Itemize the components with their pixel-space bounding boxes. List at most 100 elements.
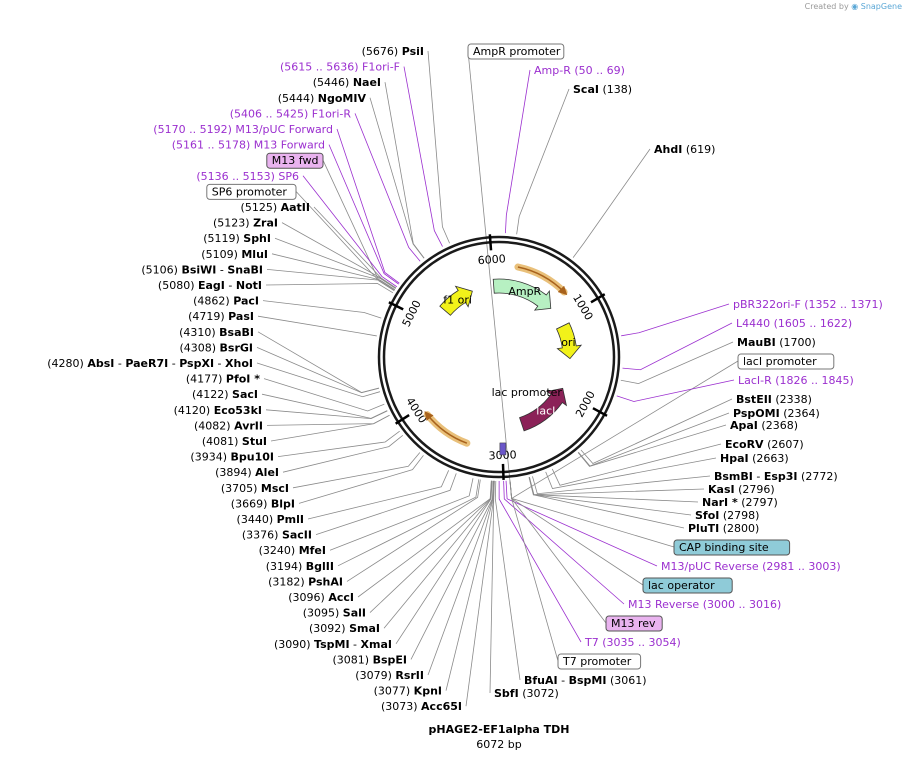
feature-box [467, 43, 565, 60]
tick-label: 2000 [573, 389, 598, 420]
site-label: (5446) NaeI [313, 76, 381, 89]
enzyme-name: SfoI [695, 509, 719, 522]
site-leader-line [281, 222, 397, 289]
site-label: AhdI (619) [654, 143, 715, 156]
site-label: NarI * (2797) [702, 496, 778, 509]
primer-leader-line [328, 144, 399, 285]
site-position: (2368) [761, 419, 798, 432]
site-position: (4177) [186, 373, 223, 386]
feature-box [673, 539, 791, 556]
site-position: (3669) [231, 497, 268, 510]
enzyme-name: PacI [233, 295, 259, 308]
site-label: PspOMI (2364) [733, 407, 820, 420]
site-position: (3072) [522, 687, 559, 700]
site-leader-line [494, 480, 521, 681]
enzyme-name: AccI [328, 591, 354, 604]
primer-leader-line [503, 480, 625, 605]
enzyme-name: XmaI [361, 638, 392, 651]
site-position: (5106) [141, 263, 178, 276]
enzyme-name: PfoI * [226, 373, 260, 386]
feature-box [737, 353, 835, 370]
site-label: SbfI (3072) [494, 687, 559, 700]
enzyme-name: AatII [281, 201, 310, 214]
feature-box-label: T7 promoter [562, 655, 632, 668]
site-position: (2772) [801, 470, 838, 483]
primer-leader-line [498, 480, 582, 643]
site-position: (5125) [241, 201, 278, 214]
site-label: (3095) SalI [303, 607, 366, 620]
site-leader-line [489, 480, 495, 694]
site-leader-line [257, 315, 377, 337]
site-leader-line [620, 341, 734, 385]
site-position: (2800) [723, 522, 760, 535]
primer-leader-line [622, 322, 733, 371]
enzyme-name: NotI [236, 279, 262, 292]
enzyme-name: PaeR7I [125, 357, 168, 370]
enzyme-name: EcoRV [725, 438, 764, 451]
site-label: BsmBI - Esp3I (2772) [714, 470, 838, 483]
snapgene-logo-icon: ◉ [851, 2, 859, 11]
site-label: (3096) AccI [288, 591, 354, 604]
site-leader-line [528, 477, 692, 516]
orf-arrow [424, 411, 468, 444]
enzyme-name: EagI [198, 279, 225, 292]
site-position: (3061) [610, 674, 647, 687]
site-label: (5123) ZraI [213, 217, 278, 230]
tick-label: 4000 [403, 395, 429, 426]
site-label: EcoRV (2607) [725, 438, 804, 451]
site-leader-line [551, 443, 722, 486]
site-position: (4862) [193, 295, 230, 308]
enzyme-name: StuI [242, 435, 267, 448]
site-leader-line [445, 480, 495, 691]
primer-leader-line [403, 66, 443, 247]
enzyme-name: SphI [243, 232, 271, 245]
feature-box [642, 577, 733, 594]
enzyme-name: SalI [343, 607, 366, 620]
site-label: SfoI (2798) [695, 509, 759, 522]
feature-box-label: AmpR promoter [473, 45, 561, 58]
site-labels: (5676) PsiI(5615 .. 5636) F1ori-F(5446) … [47, 43, 883, 713]
site-label: (3705) MscI [221, 482, 289, 495]
dash-separator: - [168, 357, 179, 370]
site-position: (5080) [158, 279, 195, 292]
dash-separator: - [753, 470, 764, 483]
site-leader-line [509, 360, 739, 500]
primer-label: L4440 (1605 .. 1622) [736, 317, 852, 330]
site-label: (5444) NgoMIV [278, 92, 367, 105]
primer-leader-line [302, 175, 398, 288]
primer-label: (5136 .. 5153) SP6 [196, 170, 299, 183]
site-leader-line [427, 50, 450, 244]
site-label: (4719) PasI [188, 310, 254, 323]
site-label: (4081) StuI [202, 435, 267, 448]
primer-label: Amp-R (50 .. 69) [534, 64, 625, 77]
primer-leader-line [336, 128, 400, 284]
enzyme-name: AbsI [87, 357, 114, 370]
site-position: (4280) [47, 357, 84, 370]
site-position: (3079) [355, 669, 392, 682]
feature-label: ori [561, 336, 575, 349]
dash-separator: - [558, 674, 569, 687]
site-leader-line [329, 478, 474, 551]
site-label: MauBI (1700) [737, 336, 816, 349]
site-leader-line [266, 269, 395, 291]
enzyme-name: MfeI [299, 544, 326, 557]
feature-label-lac-promoter: lac promoter [492, 386, 563, 399]
site-leader-line [295, 191, 395, 291]
enzyme-name: SbfI [494, 687, 519, 700]
site-leader-line [509, 480, 644, 586]
site-leader-line [384, 82, 425, 259]
site-position: (4308) [179, 341, 216, 354]
enzyme-name: BlpI [271, 497, 295, 510]
site-position: (3934) [190, 451, 227, 464]
dash-separator: - [225, 279, 236, 292]
dash-separator: - [350, 638, 361, 651]
site-label: (5676) PsiI [362, 45, 424, 58]
site-leader-line [315, 473, 457, 535]
feature-box [266, 152, 324, 169]
enzyme-name: BfuAI [524, 674, 558, 687]
primer-leader-line [505, 69, 531, 234]
site-position: (3092) [309, 622, 346, 635]
site-position: (5123) [213, 217, 250, 230]
dash-separator: - [214, 357, 225, 370]
